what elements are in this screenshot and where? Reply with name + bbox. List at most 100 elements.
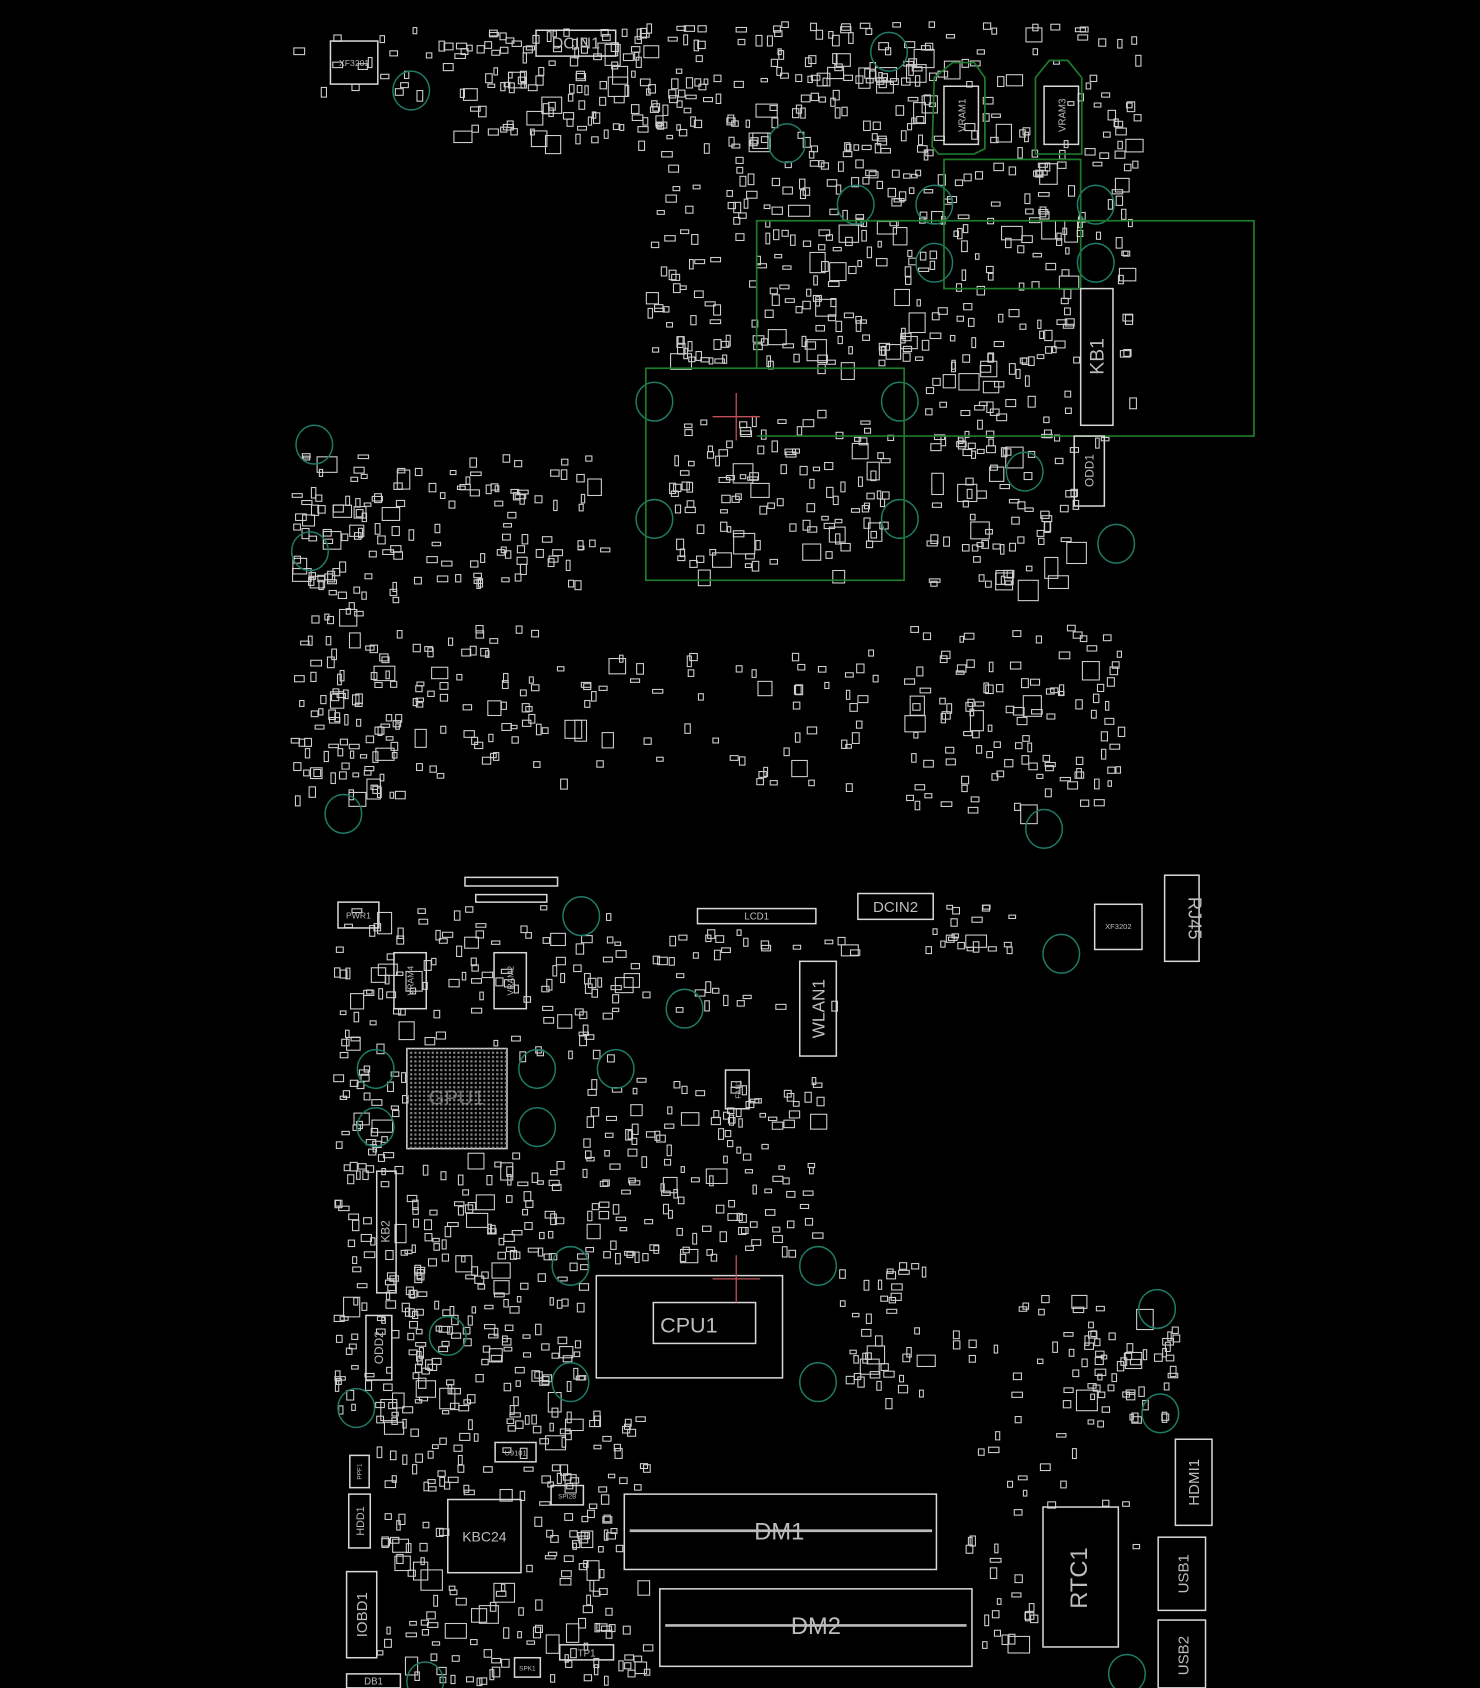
smd-component (953, 230, 960, 237)
smd-component (774, 253, 783, 259)
vram2-chip[interactable]: VRAM2 (493, 951, 528, 1010)
smd-component (636, 28, 642, 40)
smd-component (832, 495, 839, 506)
usb2-connector[interactable]: USB2 (1157, 1619, 1207, 1688)
rtc1-battery[interactable]: RTC1 (1042, 1506, 1120, 1648)
smd-component (613, 95, 625, 104)
spi2b-chip[interactable]: SPI2B (550, 1484, 585, 1506)
smd-component (840, 26, 852, 34)
smd-component (788, 1110, 801, 1119)
smd-component (706, 1249, 713, 1256)
smd-component (1132, 160, 1139, 169)
smd-component (908, 187, 915, 195)
smd-component (353, 506, 367, 519)
rj45-connector[interactable]: RJ45 (1163, 874, 1206, 963)
vram4-chip[interactable]: VRAM4 (393, 951, 427, 1010)
smd-component (771, 206, 783, 215)
dm1-slot[interactable]: DM1 (623, 1493, 938, 1571)
vram1-chip[interactable]: VRAM1 (943, 85, 980, 146)
dcin2-connector[interactable]: DCIN2 (857, 892, 934, 921)
smd-component (395, 499, 406, 507)
smd-component (782, 186, 793, 195)
smd-component (380, 723, 391, 728)
ppf1-component[interactable]: PPF1 (349, 1454, 370, 1489)
smd-component (1124, 1351, 1143, 1370)
smd-component (974, 253, 980, 260)
smd-component (684, 723, 691, 734)
smd-component (690, 315, 697, 326)
flex-connector-a[interactable] (464, 876, 559, 887)
smd-component (810, 74, 821, 81)
smd-component (412, 1207, 419, 1215)
smd-component (666, 134, 674, 140)
mounting-hole (518, 1048, 557, 1090)
smd-component (420, 1557, 425, 1566)
kb1-connector[interactable]: KB1 (1079, 287, 1114, 427)
lcd1-connector[interactable]: LCD1 (696, 907, 817, 925)
u9101-chip[interactable]: U9101 (494, 1441, 537, 1463)
smd-component (304, 748, 311, 759)
hdd1-connector[interactable]: HDD1 (347, 1493, 372, 1549)
smd-component (392, 1392, 405, 1409)
db1-connector[interactable]: DB1 (345, 1673, 402, 1688)
odd1-connector[interactable]: ODD1 (1073, 435, 1106, 507)
fan1-connector[interactable]: FAN1 (724, 1069, 750, 1110)
smd-component (547, 1551, 558, 1557)
smd-component (1012, 1372, 1023, 1381)
smd-component (412, 698, 419, 707)
smd-component (726, 440, 733, 449)
vram3-chip[interactable]: VRAM3 (1043, 85, 1080, 146)
smd-component (528, 713, 536, 724)
smd-component (923, 759, 934, 768)
smd-component (503, 1382, 512, 1392)
smd-component (966, 488, 973, 499)
iobd1-connector[interactable]: IOBD1 (345, 1570, 378, 1659)
smd-component (600, 28, 609, 37)
mounting-hole (290, 531, 330, 572)
smd-component (1169, 1365, 1177, 1378)
smd-component (448, 500, 456, 509)
smd-component (664, 235, 676, 242)
smd-component (791, 108, 800, 119)
smd-component (660, 1183, 665, 1192)
smd-component (638, 140, 646, 151)
smd-component (525, 1200, 534, 1208)
xf3201-component[interactable]: XF3201 (329, 40, 379, 85)
smd-component (310, 504, 320, 516)
smd-component (602, 1179, 610, 1187)
dcin1-connector[interactable]: DCIN1 (535, 29, 617, 57)
hdmi1-connector[interactable]: HDMI1 (1174, 1438, 1213, 1527)
smd-component (550, 1535, 559, 1543)
smd-component (788, 204, 811, 217)
kb2-connector[interactable]: KB2 (375, 1170, 397, 1294)
smd-component (586, 1509, 595, 1519)
wlan1-slot[interactable]: WLAN1 (798, 960, 838, 1057)
smd-component (946, 703, 953, 714)
smd-component (586, 1156, 595, 1162)
gpu1-chip[interactable]: GPU1 (406, 1047, 508, 1150)
smd-component (484, 1304, 494, 1310)
smd-component (765, 232, 771, 245)
odd2-connector[interactable]: ODD2 (365, 1314, 393, 1381)
smd-component (308, 535, 318, 542)
usb1-connector[interactable]: USB1 (1157, 1536, 1207, 1612)
flex-connector-b[interactable] (474, 893, 548, 903)
pwr1-connector[interactable]: PWR1 (337, 901, 380, 929)
smd-component (556, 1160, 565, 1170)
kbc24-chip[interactable]: KBC24 (447, 1498, 522, 1574)
smd-component (998, 313, 1004, 323)
cpu1-chip[interactable]: CPU1 (595, 1274, 784, 1379)
smd-component (591, 691, 597, 702)
smd-component (810, 1113, 828, 1130)
spk1-connector[interactable]: SPK1 (513, 1656, 542, 1678)
smd-component (1123, 348, 1132, 357)
smd-component (352, 1256, 358, 1264)
tp1-connector[interactable]: TP1 (558, 1644, 615, 1661)
smd-component (703, 78, 709, 85)
smd-component (392, 1538, 410, 1553)
smd-component (710, 1253, 718, 1262)
xf3202-component[interactable]: XF3202 (1093, 903, 1143, 951)
dm2-slot[interactable]: DM2 (659, 1588, 973, 1668)
smd-component (1042, 754, 1051, 762)
